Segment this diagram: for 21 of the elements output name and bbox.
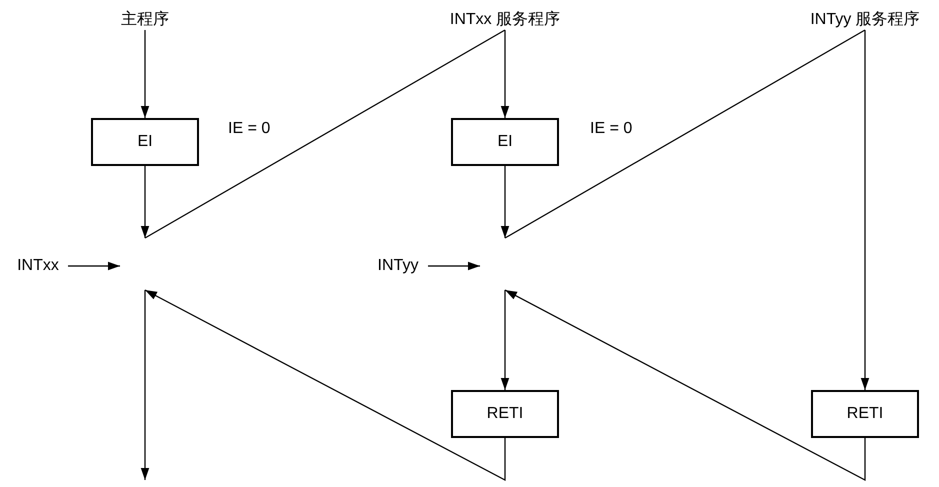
arrow — [500, 290, 510, 390]
arrow — [68, 262, 120, 270]
arrow — [140, 166, 150, 238]
instruction-box: RETI — [451, 390, 559, 438]
program-label: INTyy 服务程序 — [800, 8, 930, 30]
arrow — [428, 262, 480, 270]
signal-label: INTxx — [8, 255, 68, 277]
instruction-box: EI — [451, 118, 559, 166]
arrow — [504, 289, 866, 481]
arrow — [500, 30, 510, 118]
flag-note: IE = 0 — [228, 120, 270, 138]
signal-label: INTyy — [368, 255, 428, 277]
arrow — [500, 166, 510, 238]
arrow — [144, 289, 506, 481]
flag-note: IE = 0 — [590, 120, 632, 138]
arrow — [860, 30, 870, 390]
program-label: 主程序 — [115, 8, 175, 30]
instruction-box: EI — [91, 118, 199, 166]
program-label: INTxx 服务程序 — [445, 8, 565, 30]
arrow — [140, 30, 150, 118]
instruction-box: RETI — [811, 390, 919, 438]
